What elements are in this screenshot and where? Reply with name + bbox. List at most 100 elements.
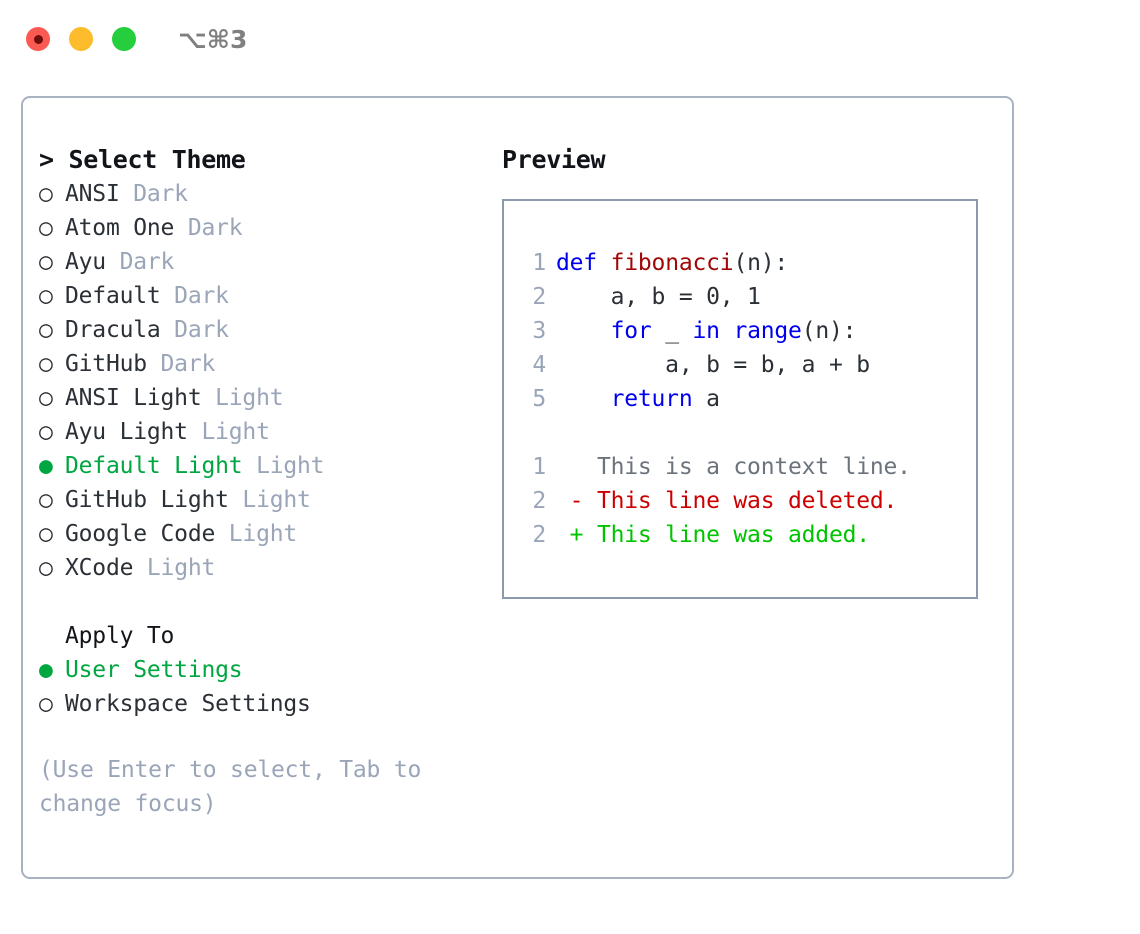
keyboard-hint-text: (Use Enter to select, Tab to change focu… <box>39 757 422 817</box>
theme-variant-tag: Dark <box>105 249 175 275</box>
code-line-3: 3 for _ in range(n): <box>518 314 976 348</box>
close-button[interactable] <box>26 27 50 51</box>
radio-unselected-icon: ○ <box>39 181 53 207</box>
line-number: 1 <box>532 454 546 480</box>
theme-option-3[interactable]: ○Default Dark <box>39 279 479 313</box>
window-controls <box>26 27 136 51</box>
theme-option-label: Ayu <box>65 249 106 275</box>
theme-option-4[interactable]: ○ Dracula Dark <box>39 313 479 347</box>
theme-option-label: XCode <box>65 555 134 581</box>
code-text: _ <box>651 318 693 344</box>
theme-option-label: GitHub <box>65 351 147 377</box>
theme-selection-column: > Select Theme ○ANSI Dark○Atom One Dark○… <box>39 143 479 821</box>
radio-unselected-icon: ○ <box>39 385 53 411</box>
diff-line-1: 2 - This line was deleted. <box>518 484 976 518</box>
minimize-button[interactable] <box>69 27 93 51</box>
diff-line-text: This is a context line. <box>556 454 911 480</box>
line-number: 1 <box>532 250 546 276</box>
theme-option-0[interactable]: ○ ANSI Dark <box>39 177 479 211</box>
line-number: 4 <box>532 352 546 378</box>
code-line-4: 4 a, b = b, a + b <box>518 348 976 382</box>
apply-to-option-list: ● User Settings ○ Workspace Settings <box>39 653 479 721</box>
theme-option-10[interactable]: ○Google Code Light <box>39 517 479 551</box>
radio-unselected-icon: ○ <box>39 419 53 445</box>
theme-picker-panel: > Select Theme ○ANSI Dark○Atom One Dark○… <box>21 96 1014 879</box>
diff-line-2: 2 + This line was added. <box>518 518 976 552</box>
theme-option-7[interactable]: ○Ayu Light Light <box>39 415 479 449</box>
theme-option-2[interactable]: ○ Ayu Dark <box>39 245 479 279</box>
code-keyword: for <box>610 318 652 344</box>
theme-option-label: GitHub Light <box>65 487 229 513</box>
theme-option-label: ANSI Light <box>65 385 202 411</box>
apply-to-option-label: User Settings <box>65 657 243 683</box>
theme-option-8[interactable]: ● Default Light Light <box>39 449 479 483</box>
theme-option-label: Ayu Light <box>65 419 188 445</box>
theme-option-label: ANSI <box>65 181 120 207</box>
line-number: 2 <box>532 284 546 310</box>
apply-to-option-1[interactable]: ○ Workspace Settings <box>39 687 479 721</box>
theme-variant-tag: Light <box>242 453 325 479</box>
theme-option-label: Google Code <box>65 521 216 547</box>
apply-to-option-label: Workspace Settings <box>65 691 311 717</box>
theme-variant-tag: Dark <box>119 181 188 207</box>
theme-option-9[interactable]: ○ GitHub Light Light <box>39 483 479 517</box>
theme-option-label: Default <box>65 283 161 309</box>
line-number: 2 <box>532 488 546 514</box>
apply-to-header: Apply To <box>65 623 175 649</box>
radio-unselected-icon: ○ <box>39 283 53 309</box>
code-text: (n): <box>801 318 857 344</box>
theme-variant-tag: Dark <box>160 317 229 343</box>
apply-to-option-0[interactable]: ● User Settings <box>39 653 479 687</box>
radio-unselected-icon: ○ <box>39 691 53 717</box>
theme-option-6[interactable]: ○ ANSI Light Light <box>39 381 479 415</box>
code-text <box>720 318 734 344</box>
code-keyword: return <box>610 386 693 412</box>
code-line-1: 1 def fibonacci(n): <box>518 246 976 280</box>
theme-option-list: ○ANSI Dark○Atom One Dark○Ayu Dark○Defaul… <box>39 177 479 585</box>
theme-option-label: Atom One <box>65 215 175 241</box>
code-text <box>597 250 611 276</box>
code-keyword: def <box>556 250 597 276</box>
theme-option-label: Dracula <box>65 317 161 343</box>
code-line-2: 2 a, b = 0, 1 <box>518 280 976 314</box>
theme-variant-tag: Light <box>228 487 311 513</box>
code-text: a, b = 0, 1 <box>556 284 761 310</box>
theme-variant-tag: Dark <box>146 351 216 377</box>
diff-line-text: + This line was added. <box>556 522 870 548</box>
radio-selected-icon: ● <box>39 453 53 479</box>
line-number: 2 <box>532 522 546 548</box>
theme-option-1[interactable]: ○Atom One Dark <box>39 211 479 245</box>
code-text <box>556 318 611 344</box>
theme-variant-tag: Dark <box>174 215 243 241</box>
theme-variant-tag: Light <box>201 385 284 411</box>
maximize-button[interactable] <box>112 27 136 51</box>
radio-unselected-icon: ○ <box>39 317 53 343</box>
radio-unselected-icon: ○ <box>39 487 53 513</box>
keyboard-shortcut-label: ⌥⌘3 <box>178 24 248 54</box>
diff-line-text: - This line was deleted. <box>556 488 898 514</box>
code-diff-gap <box>518 416 976 450</box>
radio-unselected-icon: ○ <box>39 249 53 275</box>
radio-selected-icon: ● <box>39 657 53 683</box>
code-function-name: fibonacci <box>610 250 734 276</box>
theme-option-11[interactable]: ○XCode Light <box>39 551 479 585</box>
theme-option-label: Default Light <box>65 453 243 479</box>
code-text: a <box>692 386 720 412</box>
line-number: 3 <box>532 318 546 344</box>
preview-title: Preview <box>502 145 606 174</box>
diff-sample: 1 This is a context line.2 - This line w… <box>518 450 976 552</box>
code-keyword: range <box>733 318 802 344</box>
code-text: (n): <box>733 250 789 276</box>
code-line-5: 5 return a <box>518 382 976 416</box>
diff-line-0: 1 This is a context line. <box>518 450 976 484</box>
code-keyword: in <box>692 318 720 344</box>
window-titlebar: ⌥⌘3 <box>0 0 1140 78</box>
list-spacer <box>39 585 479 619</box>
radio-unselected-icon: ○ <box>39 555 53 581</box>
radio-unselected-icon: ○ <box>39 521 53 547</box>
theme-option-5[interactable]: ○GitHub Dark <box>39 347 479 381</box>
